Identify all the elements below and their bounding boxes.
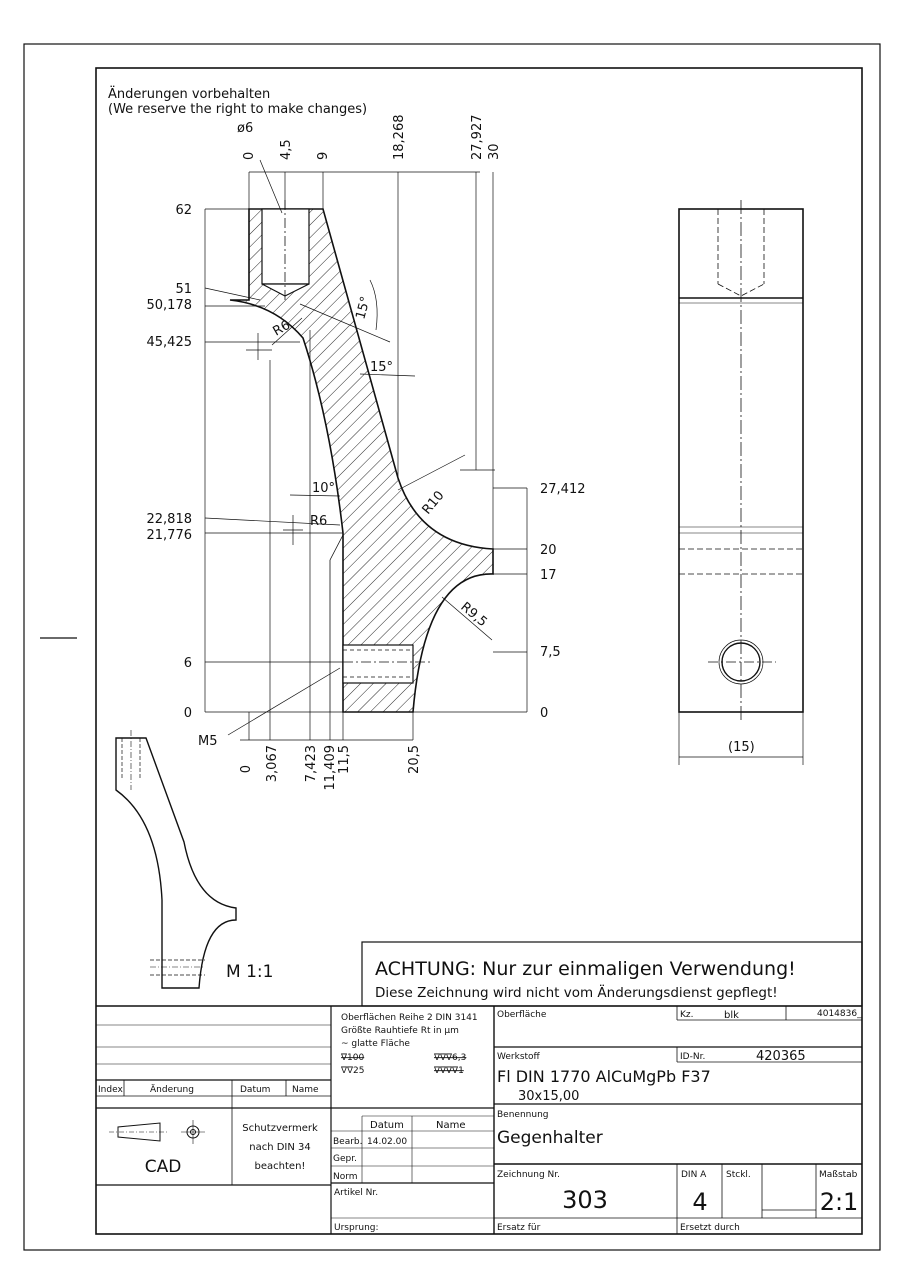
- zeichnung-label: Zeichnung Nr.: [497, 1170, 560, 1180]
- warning-line1: ACHTUNG: Nur zur einmaligen Verwendung!: [375, 958, 796, 980]
- ursprung-label: Ursprung:: [334, 1223, 379, 1233]
- outer-frame: [23, 43, 881, 1251]
- dim-top-4: 27,927: [470, 115, 485, 161]
- dim-bottom-4: 11,5: [337, 745, 352, 774]
- dim-diameter: ø6: [237, 121, 253, 136]
- id-value: 420365: [756, 1049, 806, 1064]
- small-view: M 1:1: [115, 730, 273, 989]
- header-note-en: (We reserve the right to make changes): [108, 102, 367, 117]
- dim-left-2: 50,178: [147, 298, 193, 313]
- dim-bottom-5: 20,5: [407, 745, 422, 774]
- id-label: ID-Nr.: [680, 1052, 705, 1062]
- drawing-frame: [95, 67, 863, 1235]
- drill-tip: [261, 283, 310, 297]
- surface-symbol-3: ∇∇25: [340, 1066, 365, 1076]
- massstab-value: 2:1: [820, 1188, 859, 1216]
- cad-label: CAD: [145, 1157, 182, 1177]
- benennung-label: Benennung: [497, 1110, 548, 1120]
- thread-bore: [261, 208, 310, 285]
- part-name: Gegenhalter: [497, 1128, 603, 1148]
- dim-radius-r6-top: R6: [271, 318, 293, 340]
- dim-left-1: 51: [175, 282, 192, 297]
- ersetzt-durch-label: Ersetzt durch: [680, 1223, 740, 1233]
- dim-radius-r10: R10: [420, 488, 448, 517]
- dim-bottom-3: 11,409: [323, 745, 338, 791]
- werkstoff-label: Werkstoff: [497, 1052, 541, 1062]
- dim-left-6: 6: [184, 656, 192, 671]
- dim-thread-m5: M5: [198, 734, 218, 749]
- name-header: Name: [436, 1120, 466, 1131]
- cad-icon: [109, 1120, 205, 1144]
- dim-right-2: 17: [540, 568, 557, 583]
- rev-name-header: Name: [292, 1085, 319, 1095]
- norm-label: Norm: [333, 1172, 358, 1182]
- warning-line2: Diese Zeichnung wird nicht vom Änderungs…: [375, 983, 778, 1001]
- title-block-text: Index Änderung Datum Name CAD Schutzverm…: [98, 1009, 862, 1233]
- side-view: (15): [678, 200, 804, 765]
- kz-code: 4014836_: [817, 1009, 862, 1019]
- dim-top-2: 9: [316, 152, 331, 160]
- dim-right-1: 20: [540, 543, 557, 558]
- stckl-label: Stckl.: [726, 1170, 751, 1180]
- dim-right-4: 0: [540, 706, 548, 721]
- dim-top-3: 18,268: [392, 115, 407, 161]
- dim-bottom-2: 7,423: [304, 745, 319, 782]
- dim-left-0: 62: [175, 203, 192, 218]
- protection-line1: Schutzvermerk: [242, 1123, 318, 1134]
- dim-right-0: 27,412: [540, 482, 586, 497]
- dim-top-1: 4,5: [279, 139, 294, 160]
- ersatz-fuer-label: Ersatz für: [497, 1223, 541, 1233]
- kz-label: Kz.: [680, 1010, 694, 1020]
- artikel-label: Artikel Nr.: [334, 1188, 378, 1198]
- bearb-label: Bearb.: [333, 1137, 363, 1147]
- dim-angle-15-b: 15°: [370, 360, 393, 375]
- small-view-scale: M 1:1: [226, 962, 273, 982]
- dim-left-5: 21,776: [147, 528, 193, 543]
- surface-note-1: Oberflächen Reihe 2 DIN 3141: [341, 1013, 478, 1023]
- protection-line3: beachten!: [255, 1161, 306, 1172]
- protection-line2: nach DIN 34: [249, 1142, 311, 1153]
- dim-angle-10: 10°: [312, 481, 335, 496]
- title-block-lines: [96, 1005, 862, 1234]
- dim-left-3: 45,425: [147, 335, 193, 350]
- dim-left-7: 0: [184, 706, 192, 721]
- surface-symbol-1: ∇100: [340, 1053, 364, 1063]
- zeichnung-value: 303: [562, 1186, 608, 1214]
- din-value: 4: [692, 1188, 707, 1216]
- dim-radius-r95: R9,5: [457, 600, 489, 631]
- dimension-lines: [204, 159, 528, 741]
- oberflaeche-label: Oberfläche: [497, 1010, 547, 1020]
- rev-date-header: Datum: [240, 1085, 270, 1095]
- dim-left-4: 22,818: [147, 512, 193, 527]
- massstab-label: Maßstab: [819, 1170, 858, 1180]
- dim-width: (15): [728, 740, 755, 755]
- material-spec: Fl DIN 1770 AlCuMgPb F37: [497, 1067, 711, 1086]
- header-note-de: Änderungen vorbehalten: [108, 86, 270, 102]
- gepr-label: Gepr.: [333, 1154, 357, 1164]
- dim-top-5: 30: [487, 143, 502, 160]
- din-label: DIN A: [681, 1170, 707, 1180]
- surface-note-3: ~ glatte Fläche: [341, 1039, 410, 1049]
- front-view: [229, 200, 494, 713]
- warning-box: ACHTUNG: Nur zur einmaligen Verwendung! …: [361, 941, 863, 1007]
- datum-header: Datum: [370, 1120, 404, 1131]
- dim-top-0: 0: [242, 152, 257, 160]
- dim-bottom-1: 3,067: [265, 745, 280, 782]
- surface-symbol-2: ∇∇∇6,3: [433, 1053, 466, 1063]
- rev-index-header: Index: [98, 1085, 123, 1095]
- material-size: 30x15,00: [518, 1089, 579, 1104]
- dim-bottom-0: 0: [239, 765, 254, 773]
- surface-note-2: Größte Rauhtiefe Rt in µm: [341, 1026, 459, 1036]
- hidden-edge: [329, 534, 344, 561]
- bearb-date: 14.02.00: [367, 1137, 407, 1147]
- dim-angle-15-a: 15°: [353, 295, 373, 321]
- dim-right-3: 7,5: [540, 645, 561, 660]
- dim-radius-r6-bottom: R6: [310, 514, 327, 529]
- rev-change-header: Änderung: [150, 1084, 194, 1095]
- dimension-text: 0 4,5 9 18,268 27,927 30 0 3,067 7,423 1…: [147, 115, 586, 791]
- surface-symbol-4: ∇∇∇∇1: [433, 1066, 464, 1076]
- kz-value: blk: [724, 1010, 739, 1021]
